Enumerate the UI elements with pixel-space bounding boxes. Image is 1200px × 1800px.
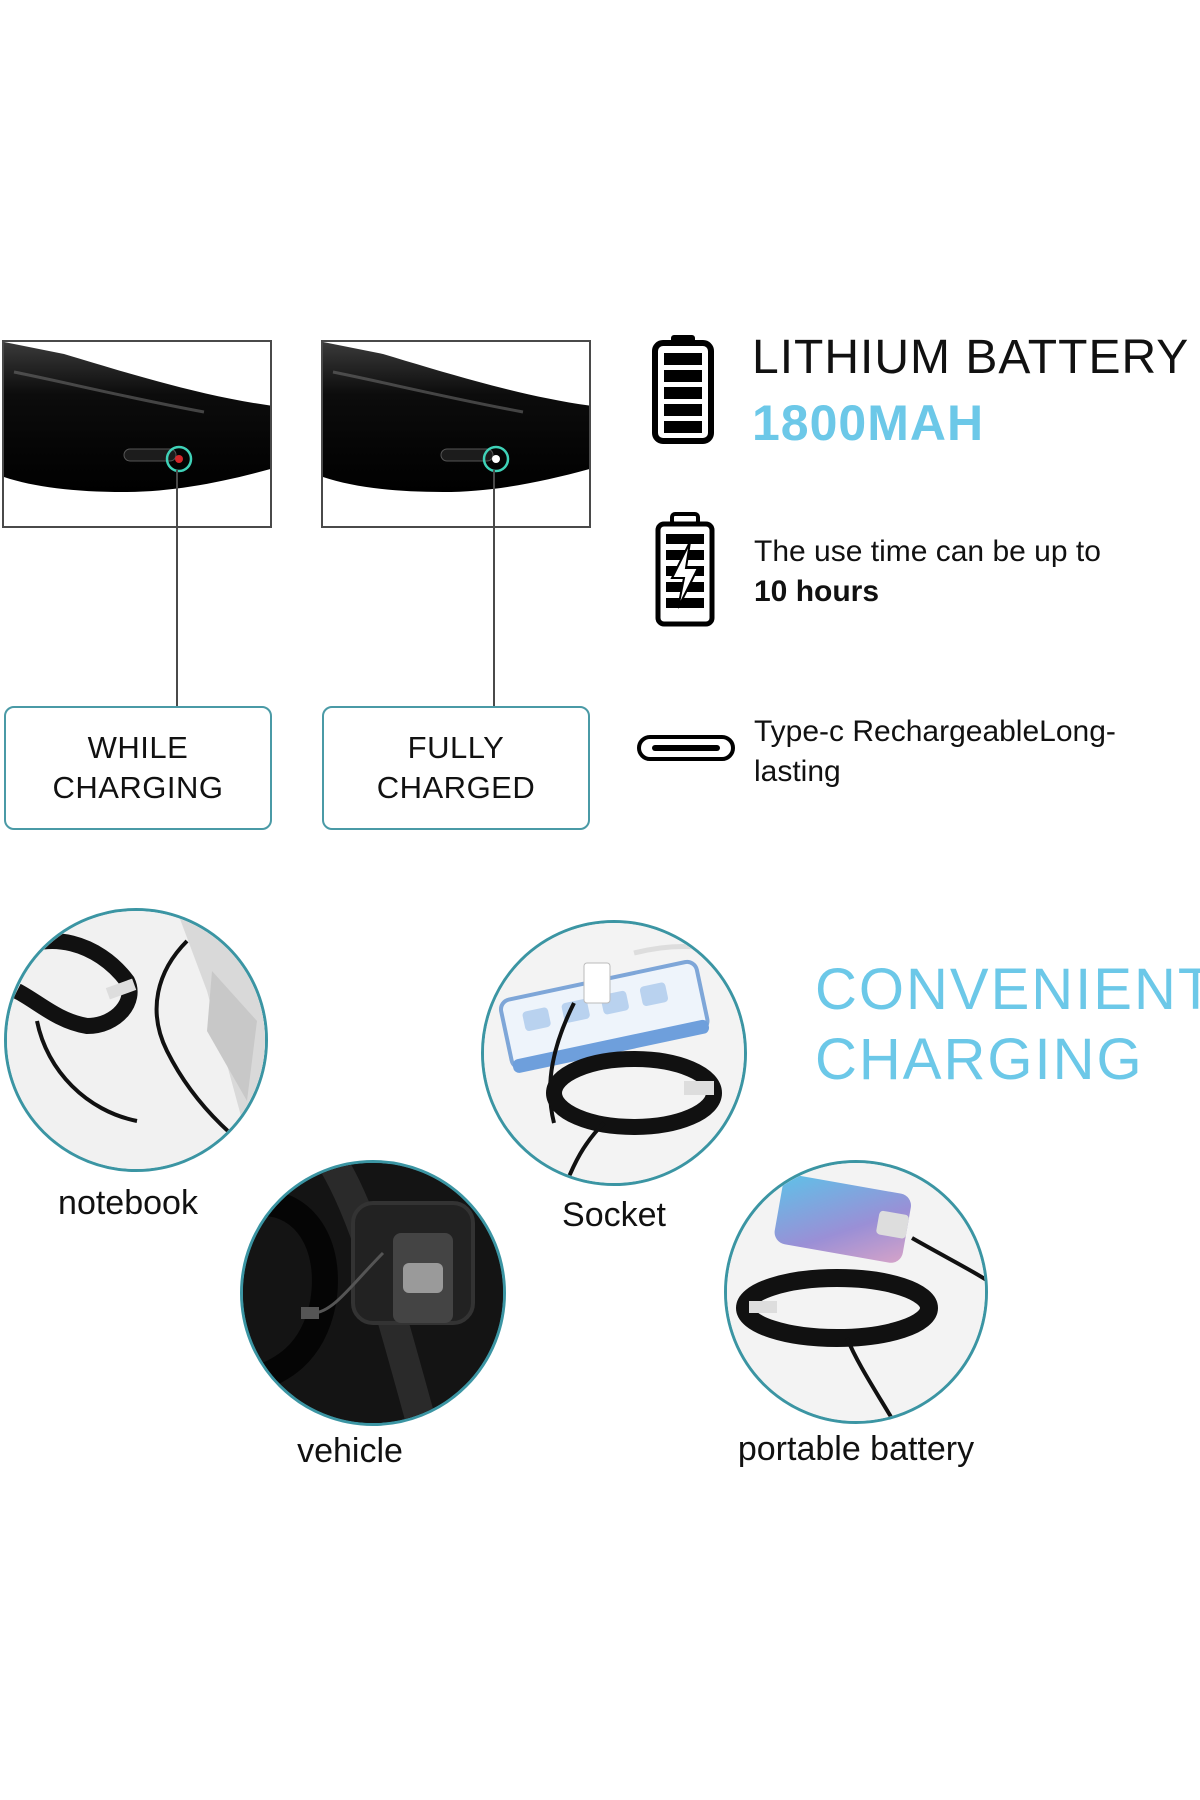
source-caption-notebook: notebook xyxy=(58,1184,198,1222)
device-closeup-illustration xyxy=(323,342,589,492)
device-closeup-illustration xyxy=(4,342,270,492)
use-time-value: 10 hours xyxy=(754,575,880,608)
while-charging-photo xyxy=(2,340,272,528)
battery-capacity: 1800MAH xyxy=(752,395,985,451)
connector-line xyxy=(176,470,178,708)
typec-line2: lasting xyxy=(754,755,841,788)
indicator-ring xyxy=(482,445,510,473)
source-caption-vehicle: vehicle xyxy=(297,1432,403,1470)
title-line: CONVENIENT xyxy=(815,957,1200,1022)
fully-charged-label: FULLY CHARGED xyxy=(322,706,590,830)
label-line: CHARGED xyxy=(376,770,536,805)
use-time-text: The use time can be up to xyxy=(754,535,1101,568)
label-line: WHILE xyxy=(87,730,189,765)
source-caption-portable-battery: portable battery xyxy=(737,1430,975,1468)
battery-charging-icon xyxy=(655,512,715,627)
convenient-charging-title: CONVENIENT CHARGING xyxy=(815,955,1200,1095)
label-line: CHARGING xyxy=(52,770,224,805)
source-caption-socket: Socket xyxy=(562,1196,666,1234)
while-charging-label: WHILE CHARGING xyxy=(4,706,272,830)
battery-full-icon xyxy=(652,335,714,444)
label-line: FULLY xyxy=(407,730,505,765)
indicator-light-icon xyxy=(175,455,183,463)
fully-charged-photo xyxy=(321,340,591,528)
typec-line1: Type-c RechargeableLong- xyxy=(754,715,1116,748)
vehicle-charging-photo xyxy=(240,1160,506,1426)
usb-c-port-icon xyxy=(637,735,735,761)
portable-battery-charging-photo xyxy=(724,1160,988,1424)
notebook-charging-photo xyxy=(4,908,268,1172)
title-line: CHARGING xyxy=(815,1027,1144,1092)
socket-charging-photo xyxy=(481,920,747,1186)
indicator-light-icon xyxy=(492,455,500,463)
connector-line xyxy=(493,470,495,708)
battery-title: LITHIUM BATTERY xyxy=(752,331,1190,384)
indicator-ring xyxy=(165,445,193,473)
